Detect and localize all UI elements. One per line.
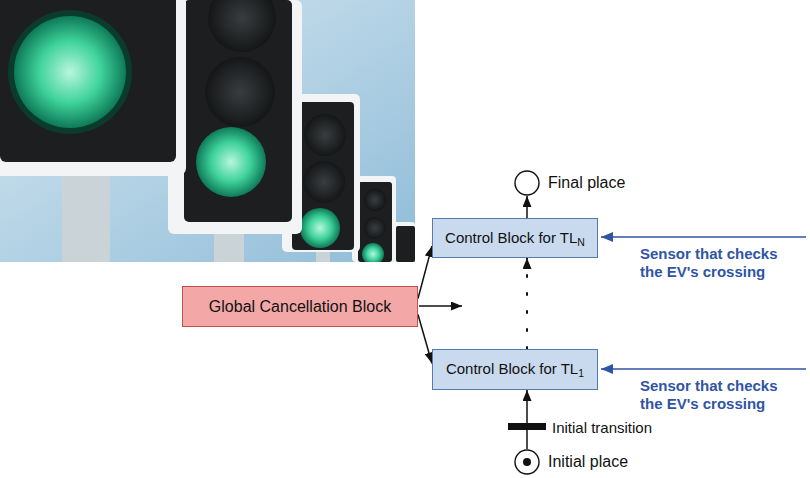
sensor-note: Sensor that checks the EV's crossing [640, 245, 802, 281]
token [523, 458, 531, 466]
lens [303, 161, 345, 203]
label-text: Control Block for TL [446, 360, 578, 377]
lens [304, 114, 346, 156]
place-circle [514, 449, 540, 475]
control-box: Global Cancellation Block [182, 286, 418, 327]
connector [526, 196, 528, 218]
lens-rim [8, 10, 132, 134]
box-label: Global Cancellation Block [209, 298, 391, 316]
petri-node: Initial place [514, 449, 540, 475]
place-label: Initial transition [552, 418, 652, 435]
transition-bar [508, 423, 546, 430]
housing [396, 226, 415, 262]
lens [208, 0, 276, 52]
lens [364, 217, 386, 239]
sensor-arrow [601, 368, 806, 370]
sensor-note: Sensor that checks the EV's crossing [640, 377, 802, 413]
lens [364, 189, 386, 211]
box-label: Control Block for TL1 [446, 360, 584, 379]
petri-node: Final place [514, 170, 540, 196]
subscript: 1 [578, 367, 584, 379]
place-label: Initial place [548, 453, 628, 471]
traffic-light-photo [0, 0, 415, 262]
sky [0, 0, 415, 262]
pole [62, 170, 110, 262]
housing [0, 0, 176, 162]
subscript: N [577, 235, 585, 247]
connector [526, 430, 528, 449]
connector [418, 246, 432, 299]
control-box: Control Block for TL1 [432, 349, 598, 390]
green-lens [362, 243, 384, 262]
green-lens [196, 127, 266, 197]
connector [526, 258, 528, 349]
place-circle [514, 170, 540, 196]
backplate [0, 0, 186, 176]
label-text: Global Cancellation Block [209, 298, 391, 315]
control-box: Control Block for TLN [432, 218, 598, 258]
label-text: Control Block for TL [445, 229, 577, 246]
cancel-arrow [419, 305, 462, 307]
connector [526, 390, 528, 423]
transition-bar [508, 423, 546, 430]
petri-node: Initial transition [508, 423, 546, 430]
green-lens [300, 208, 340, 248]
place-circle [515, 450, 539, 474]
lens [205, 57, 275, 127]
green-lens [14, 16, 126, 128]
box-label: Control Block for TLN [445, 229, 585, 248]
place-label: Final place [548, 174, 625, 192]
sensor-arrow [601, 236, 806, 238]
place-circle [515, 171, 539, 195]
connector [418, 315, 432, 364]
